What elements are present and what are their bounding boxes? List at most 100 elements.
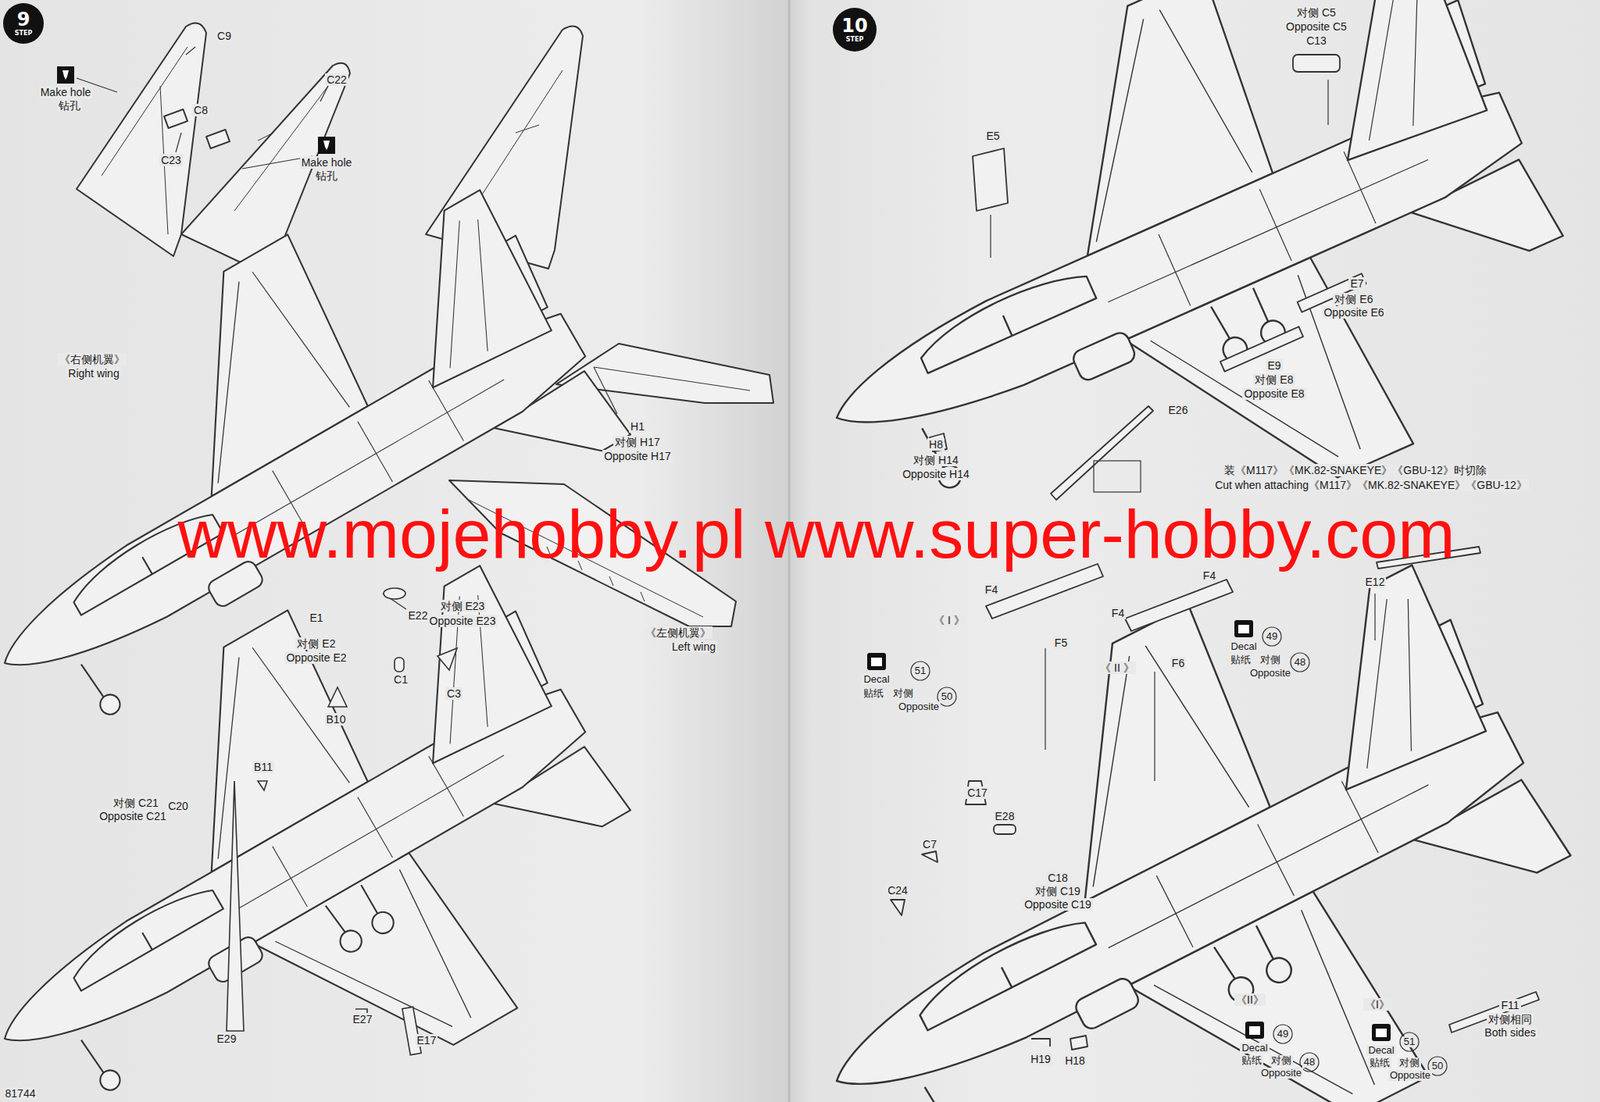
- part-label: 《左侧机翼》: [643, 626, 713, 640]
- part-label: Opposite C21: [97, 810, 168, 823]
- part-label: 贴纸: [1228, 654, 1253, 667]
- part-label: E28: [993, 810, 1017, 823]
- part-label: 装《M117》《MK.82-SNAKEYE》《GBU-12》时切除: [1222, 464, 1489, 477]
- part-label: 对侧 C19: [1033, 885, 1083, 898]
- part-label: C20: [166, 800, 190, 813]
- part-label: 51: [913, 665, 928, 678]
- part-label: Opposite E6: [1321, 306, 1386, 319]
- part-label: 《II》: [1234, 993, 1266, 1007]
- part-label: E5: [984, 129, 1001, 143]
- part-label: C7: [921, 838, 939, 851]
- part-label: Opposite: [1248, 667, 1293, 680]
- part-label: C1: [392, 673, 410, 686]
- part-label: 《 II 》: [1098, 661, 1136, 675]
- part-label: 对侧 H14: [911, 453, 961, 467]
- part-label: Make hole: [300, 156, 354, 169]
- part-label: 50: [939, 691, 954, 704]
- part-label: F6: [1170, 657, 1186, 670]
- part-label: 贴纸: [861, 688, 886, 700]
- part-label: Decal: [1239, 1042, 1269, 1055]
- part-label: Opposite E8: [1242, 387, 1306, 400]
- part-label: 对侧 C5: [1295, 6, 1338, 19]
- part-label: 《 I 》: [932, 614, 967, 627]
- part-label: Opposite H17: [602, 450, 673, 463]
- part-label: 对侧 E8: [1253, 373, 1295, 386]
- part-label: F4: [1201, 569, 1218, 583]
- part-label: E12: [1364, 575, 1387, 589]
- step-word: STEP: [846, 36, 865, 43]
- step-badge: 10STEP: [832, 7, 877, 52]
- part-label: E22: [407, 609, 430, 622]
- step-number: 9: [17, 10, 31, 29]
- part-label: E26: [1167, 403, 1190, 417]
- part-label: 对侧: [891, 688, 915, 700]
- part-label: H8: [927, 438, 945, 451]
- part-label: B10: [325, 713, 348, 726]
- part-label: 对侧: [1258, 654, 1283, 667]
- step-number: 10: [841, 16, 868, 36]
- part-label: E27: [351, 1013, 375, 1026]
- part-label: 50: [1430, 1060, 1445, 1073]
- part-label: Decal: [861, 674, 891, 686]
- part-label: Opposite C19: [1022, 898, 1093, 911]
- part-label: E17: [415, 1034, 439, 1047]
- part-label: Both sides: [1482, 1026, 1537, 1040]
- part-label: Decal: [1228, 641, 1258, 654]
- part-label: B11: [252, 760, 275, 774]
- part-label: F11: [1499, 999, 1521, 1012]
- part-label: 对侧相同: [1486, 1013, 1534, 1026]
- part-label: 51: [1402, 1036, 1417, 1049]
- part-label: Opposite E2: [284, 651, 348, 665]
- part-label: 《I》: [1363, 998, 1392, 1011]
- part-label: Opposite C5: [1284, 20, 1349, 33]
- part-label: Opposite: [1388, 1070, 1433, 1083]
- part-label: Left wing: [670, 640, 718, 654]
- part-label: C23: [159, 153, 183, 167]
- part-label: H18: [1063, 1054, 1087, 1068]
- part-label: E7: [1348, 277, 1365, 290]
- part-label: Opposite H14: [900, 467, 972, 481]
- part-label: Cut when attaching《M117》《MK.82-SNAKEYE》《…: [1213, 478, 1529, 492]
- part-label: Opposite E23: [428, 614, 498, 628]
- part-label: H19: [1028, 1053, 1053, 1066]
- part-label: C17: [965, 786, 990, 800]
- part-label: 对侧: [1269, 1055, 1293, 1068]
- part-label: Right wing: [66, 367, 121, 380]
- watermark: www.mojehobby.pl www.super-hobby.com: [177, 503, 1455, 565]
- step-badge: 9STEP: [3, 3, 44, 44]
- part-label: 81744: [3, 1087, 38, 1100]
- part-label: 48: [1302, 1057, 1317, 1069]
- part-label: 48: [1292, 657, 1308, 669]
- step-word: STEP: [14, 30, 33, 37]
- part-label: 钻孔: [57, 99, 83, 112]
- part-label: 贴纸: [1367, 1057, 1392, 1070]
- part-label: F5: [1053, 636, 1069, 650]
- part-label: 对侧 C21: [111, 796, 161, 810]
- part-label: 对侧 E2: [295, 637, 337, 650]
- part-label: C24: [885, 884, 910, 897]
- part-label: E29: [215, 1032, 239, 1046]
- part-label: 钻孔: [314, 169, 340, 183]
- part-label: 对侧 E23: [439, 600, 487, 613]
- part-label: 对侧 E6: [1332, 292, 1375, 306]
- part-label: C18: [1046, 871, 1070, 885]
- part-label: 《右侧机翼》: [57, 353, 127, 366]
- part-label: C13: [1304, 34, 1329, 47]
- part-label: Opposite: [1259, 1067, 1304, 1080]
- part-label: E1: [307, 611, 325, 625]
- part-label: Make hole: [39, 85, 93, 99]
- part-label: C3: [445, 687, 463, 700]
- part-label: E9: [1265, 359, 1283, 372]
- part-label: Opposite: [896, 701, 941, 714]
- part-label: C8: [192, 103, 210, 117]
- part-label: 49: [1264, 631, 1279, 643]
- part-label: 49: [1275, 1028, 1290, 1041]
- part-label: C9: [215, 29, 233, 43]
- part-label: F4: [1110, 607, 1126, 620]
- part-label: 贴纸: [1239, 1055, 1264, 1068]
- part-label: 对侧 H17: [613, 435, 662, 449]
- part-label: Decal: [1366, 1045, 1396, 1058]
- part-label: H1: [628, 420, 647, 433]
- part-label: 对侧: [1397, 1057, 1422, 1070]
- part-label: F4: [983, 583, 1000, 597]
